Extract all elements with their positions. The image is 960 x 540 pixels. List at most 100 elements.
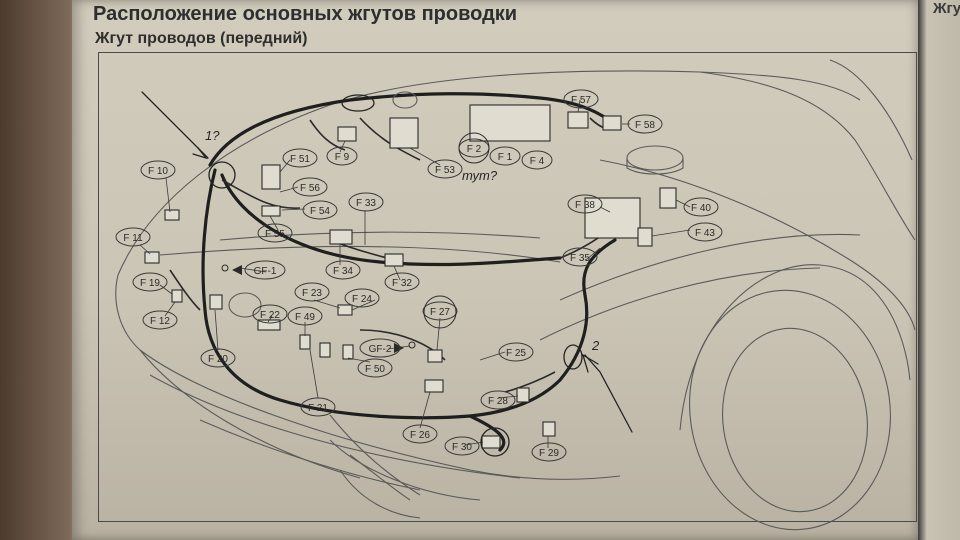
relay-top [392, 91, 418, 109]
label-f58: F 58 [627, 114, 663, 134]
svg-text:F 56: F 56 [300, 183, 320, 194]
svg-text:F 55: F 55 [265, 229, 285, 240]
connector-f53 [389, 117, 419, 149]
svg-text:F 10: F 10 [148, 166, 168, 177]
svg-text:F 4: F 4 [530, 156, 545, 167]
svg-text:F 32: F 32 [392, 278, 412, 289]
label-f28: F 28 [480, 390, 516, 410]
gf1-arrow-icon [232, 265, 242, 275]
gf2-arrow-icon [394, 343, 404, 353]
connector-f30 [481, 435, 501, 449]
label-f4: F 4 [521, 150, 553, 170]
label-f25: F 25 [498, 342, 534, 362]
label-f9: F 9 [326, 146, 358, 166]
svg-text:F 19: F 19 [140, 278, 160, 289]
svg-text:F 11: F 11 [123, 233, 143, 244]
label-f2: F 2 [458, 132, 490, 164]
label-f10: F 10 [140, 160, 176, 180]
page-subtitle: Жгут проводов (передний) [95, 30, 308, 47]
svg-text:F 27: F 27 [430, 307, 450, 318]
diagram-frame [98, 52, 917, 522]
page-title: Расположение основных жгутов проводки [93, 3, 518, 25]
svg-text:F 54: F 54 [310, 206, 330, 217]
connector-ecu [469, 104, 551, 142]
label-gf1: GF-1 [244, 260, 286, 280]
label-f32: F 32 [384, 272, 420, 292]
svg-text:F 25: F 25 [506, 348, 526, 359]
label-f21: F 21 [300, 397, 336, 417]
label-f51: F 51 [282, 148, 318, 168]
connector-f27 [427, 349, 443, 363]
connector-f19 [171, 289, 183, 303]
svg-text:F 30: F 30 [452, 442, 472, 453]
label-f55: F 55 [257, 223, 293, 243]
connector-f40 [659, 187, 677, 209]
label-f26: F 26 [402, 424, 438, 444]
label-f24: F 24 [344, 288, 380, 308]
svg-text:F 51: F 51 [290, 154, 310, 165]
connector-f51 [261, 164, 281, 190]
svg-text:GF-2: GF-2 [369, 344, 392, 355]
svg-text:F 57: F 57 [571, 95, 591, 106]
gf2-bolt-icon [408, 341, 416, 349]
label-f20: F 20 [200, 348, 236, 368]
svg-text:F 43: F 43 [695, 228, 715, 239]
pen-arrow-head-lower-right [581, 353, 599, 373]
label-f38: F 38 [567, 194, 603, 214]
connector-f50 [342, 344, 354, 360]
connector-labels: F 10 F 11 F 19 F 12 F 20 F 22 F 21 F 49 … [115, 89, 723, 462]
svg-text:F 26: F 26 [410, 430, 430, 441]
label-f27: F 27 [422, 295, 458, 329]
svg-text:F 35: F 35 [570, 253, 590, 264]
pen-circle-f25 [563, 344, 583, 370]
connector-f21b [319, 342, 331, 358]
svg-text:F 29: F 29 [539, 448, 559, 459]
svg-text:F 2: F 2 [467, 144, 482, 155]
connectors [144, 91, 677, 449]
label-f33: F 33 [348, 192, 384, 212]
svg-text:F 22: F 22 [260, 310, 280, 321]
connector-f20 [209, 294, 223, 310]
label-f12: F 12 [142, 310, 178, 330]
svg-text:F 58: F 58 [635, 120, 655, 131]
pen-circle-f10 [208, 161, 236, 189]
label-f19: F 19 [132, 272, 168, 292]
connector-f21a [299, 334, 311, 350]
label-f53: F 53 [427, 159, 463, 179]
adjacent-page-edge [918, 0, 960, 540]
gf1-bolt-icon [221, 264, 229, 272]
label-f43: F 43 [687, 222, 723, 242]
label-f29: F 29 [531, 442, 567, 462]
connector-f34 [329, 229, 353, 245]
svg-text:F 12: F 12 [150, 316, 170, 327]
handwritten-note-2: 2 [591, 338, 600, 353]
svg-text:F 23: F 23 [302, 288, 322, 299]
label-f40: F 40 [683, 197, 719, 217]
connector-fuse-box [584, 197, 641, 239]
svg-text:F 20: F 20 [208, 354, 228, 365]
label-f34: F 34 [325, 260, 361, 280]
label-f22: F 22 [252, 304, 288, 324]
label-f23: F 23 [294, 282, 330, 302]
connector-f26 [424, 379, 444, 393]
label-f50: F 50 [357, 358, 393, 378]
label-f1: F 1 [489, 146, 521, 166]
label-gf2: GF-2 [359, 338, 401, 358]
pen-circle-f30 [480, 427, 510, 457]
connector-f23 [337, 304, 353, 316]
ground-markers [221, 264, 416, 353]
svg-text:F 38: F 38 [575, 200, 595, 211]
connector-f32 [384, 253, 404, 267]
leader-lines [139, 99, 691, 448]
connector-f9 [337, 126, 357, 142]
handwritten-note-3: тут? [462, 168, 498, 183]
connector-f11 [144, 251, 160, 264]
connector-f29 [542, 421, 556, 437]
pen-arrow-head-upper-left [192, 147, 208, 160]
svg-text:F 9: F 9 [335, 152, 350, 163]
connector-f43 [637, 227, 653, 247]
svg-text:F 28: F 28 [488, 396, 508, 407]
svg-text:F 40: F 40 [691, 203, 711, 214]
